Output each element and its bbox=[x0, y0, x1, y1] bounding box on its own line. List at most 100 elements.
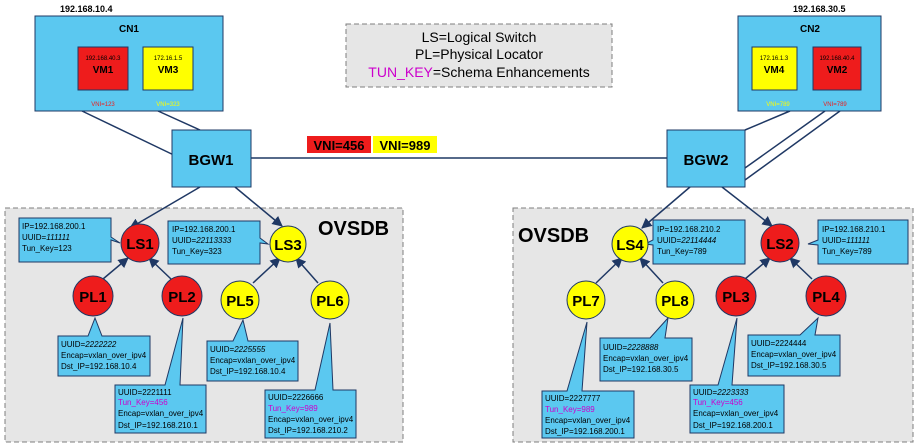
bgw1-box bbox=[171, 129, 252, 188]
pl5-encap: Encap=vxlan_over_ipv4 bbox=[210, 356, 296, 365]
ls3-tunkey: Tun_Key=323 bbox=[172, 247, 222, 256]
pl7-uuid: UUID=2227777 bbox=[545, 394, 601, 403]
pl3-encap: Encap=vxlan_over_ipv4 bbox=[693, 409, 779, 418]
legend-tunkey-term: TUN_KEY bbox=[368, 64, 433, 80]
ls1-node bbox=[120, 223, 160, 263]
pl8-label: PL8 bbox=[661, 293, 689, 310]
vni-red-label: VNI=456 bbox=[314, 138, 365, 153]
vm2-box bbox=[812, 46, 862, 91]
vm1-box bbox=[77, 46, 129, 91]
pl7-tunkey: Tun_Key=989 bbox=[545, 405, 595, 414]
pl1-dstip: Dst_IP=192.168.10.4 bbox=[61, 362, 137, 371]
pl1-label: PL1 bbox=[79, 289, 107, 306]
ls1-uuid-value: 111111 bbox=[46, 233, 70, 242]
pl3-uuid: UUID=2223333 bbox=[693, 388, 749, 397]
pl3-dstip: Dst_IP=192.168.200.1 bbox=[693, 421, 773, 430]
pl4-callout bbox=[747, 316, 841, 377]
vm4-ip: 172.16.1.3 bbox=[760, 56, 789, 62]
ls1-label: LS1 bbox=[126, 236, 154, 253]
pl5-uuid-value: 2225555 bbox=[233, 345, 266, 354]
pl2-encap: Encap=vxlan_over_ipv4 bbox=[118, 409, 204, 418]
pl7-callout bbox=[541, 321, 635, 439]
pl5-dstip: Dst_IP=192.168.10.4 bbox=[210, 367, 286, 376]
ls4-ip: IP=192.168.210.2 bbox=[657, 225, 721, 234]
vm4-vni: VNI=789 bbox=[766, 102, 790, 108]
pl7-label: PL7 bbox=[572, 293, 600, 310]
pl2-callout bbox=[114, 317, 207, 434]
pl5-node bbox=[220, 280, 260, 320]
legend-ls: LS=Logical Switch bbox=[422, 29, 537, 45]
pl8-node bbox=[655, 280, 695, 320]
vm3-box bbox=[142, 46, 194, 91]
pl3-uuid-value: 2223333 bbox=[716, 388, 749, 397]
bgw1-label: BGW1 bbox=[189, 152, 234, 169]
ls1-uuid: UUID=111111 bbox=[22, 233, 70, 242]
vni-yellow-bg bbox=[373, 136, 437, 153]
pl2-tunkey: Tun_Key=456 bbox=[118, 398, 168, 407]
vm3-vni: VNI=323 bbox=[156, 102, 180, 108]
pl6-node bbox=[310, 280, 350, 320]
pl6-callout bbox=[264, 322, 357, 439]
pl5-uuid: UUID=2225555 bbox=[210, 345, 266, 354]
vm1-vni: VNI=123 bbox=[91, 102, 115, 108]
pl5-label: PL5 bbox=[226, 293, 254, 310]
ls3-ip: IP=192.168.200.1 bbox=[172, 225, 236, 234]
pl4-uuid: UUID=2224444 bbox=[751, 339, 807, 348]
pl1-callout bbox=[57, 316, 151, 377]
cn2-title: CN2 bbox=[800, 24, 820, 35]
vm3-name: VM3 bbox=[158, 65, 179, 76]
pl3-callout bbox=[689, 317, 785, 434]
vm1-ip: 192.168.40.3 bbox=[85, 56, 121, 62]
ovsdb-right-label: OVSDB bbox=[518, 225, 589, 247]
pl3-label: PL3 bbox=[722, 289, 750, 306]
legend-tunkey-rest: =Schema Enhancements bbox=[433, 64, 590, 80]
vm4-box bbox=[751, 46, 798, 91]
pl6-encap: Encap=vxlan_over_ipv4 bbox=[268, 415, 354, 424]
legend-tunkey: TUN_KEY=Schema Enhancements bbox=[368, 64, 589, 80]
pl1-uuid-value: 2222222 bbox=[84, 340, 117, 349]
pl8-uuid: UUID=2228888 bbox=[603, 343, 659, 352]
cn1-ip: 192.168.10.4 bbox=[60, 4, 113, 14]
ls3-label: LS3 bbox=[274, 237, 302, 254]
ls3-callout bbox=[167, 220, 270, 265]
ls3-node bbox=[269, 225, 307, 263]
pl2-label: PL2 bbox=[168, 289, 196, 306]
pl1-uuid: UUID=2222222 bbox=[61, 340, 117, 349]
ls4-node bbox=[611, 225, 649, 263]
ls2-node bbox=[760, 223, 800, 263]
pl6-dstip: Dst_IP=192.168.210.2 bbox=[268, 426, 348, 435]
pl4-dstip: Dst_IP=192.168.30.5 bbox=[751, 361, 827, 370]
ls4-callout bbox=[643, 219, 746, 265]
ls3-uuid: UUID=22113333 bbox=[172, 236, 232, 245]
pl8-uuid-value: 2228888 bbox=[626, 343, 659, 352]
legend-box bbox=[345, 23, 613, 88]
ls4-tunkey: Tun_Key=789 bbox=[657, 247, 707, 256]
bgw2-box bbox=[666, 129, 746, 188]
ls2-uuid: UUID=111111 bbox=[822, 236, 870, 245]
cn1-title: CN1 bbox=[119, 24, 139, 35]
ls4-uuid-value: 22114444 bbox=[680, 236, 717, 245]
vm1-name: VM1 bbox=[93, 65, 114, 76]
vni-red-bg bbox=[307, 136, 371, 153]
vm3-ip: 172.16.1.5 bbox=[154, 56, 183, 62]
pl6-uuid: UUID=2226666 bbox=[268, 393, 324, 402]
pl6-tunkey: Tun_Key=989 bbox=[268, 404, 318, 413]
pl4-label: PL4 bbox=[812, 289, 840, 306]
ls2-callout bbox=[807, 219, 909, 265]
ls4-uuid: UUID=22114444 bbox=[657, 236, 717, 245]
pl1-encap: Encap=vxlan_over_ipv4 bbox=[61, 351, 147, 360]
pl8-callout bbox=[599, 316, 693, 382]
pl7-node bbox=[566, 280, 606, 320]
pl5-callout bbox=[206, 318, 299, 382]
ovsdb-left-label: OVSDB bbox=[318, 218, 389, 240]
vm4-name: VM4 bbox=[764, 65, 785, 76]
bgw2-label: BGW2 bbox=[684, 152, 729, 169]
legend-pl: PL=Physical Locator bbox=[415, 46, 543, 62]
pl4-encap: Encap=vxlan_over_ipv4 bbox=[751, 350, 837, 359]
ls1-tunkey: Tun_Key=123 bbox=[22, 244, 72, 253]
ls2-uuid-value: 111111 bbox=[846, 236, 870, 245]
ls2-ip: IP=192.168.210.1 bbox=[822, 225, 886, 234]
pl7-dstip: Dst_IP=192.168.200.1 bbox=[545, 427, 625, 436]
vm2-vni: VNI=789 bbox=[823, 102, 847, 108]
